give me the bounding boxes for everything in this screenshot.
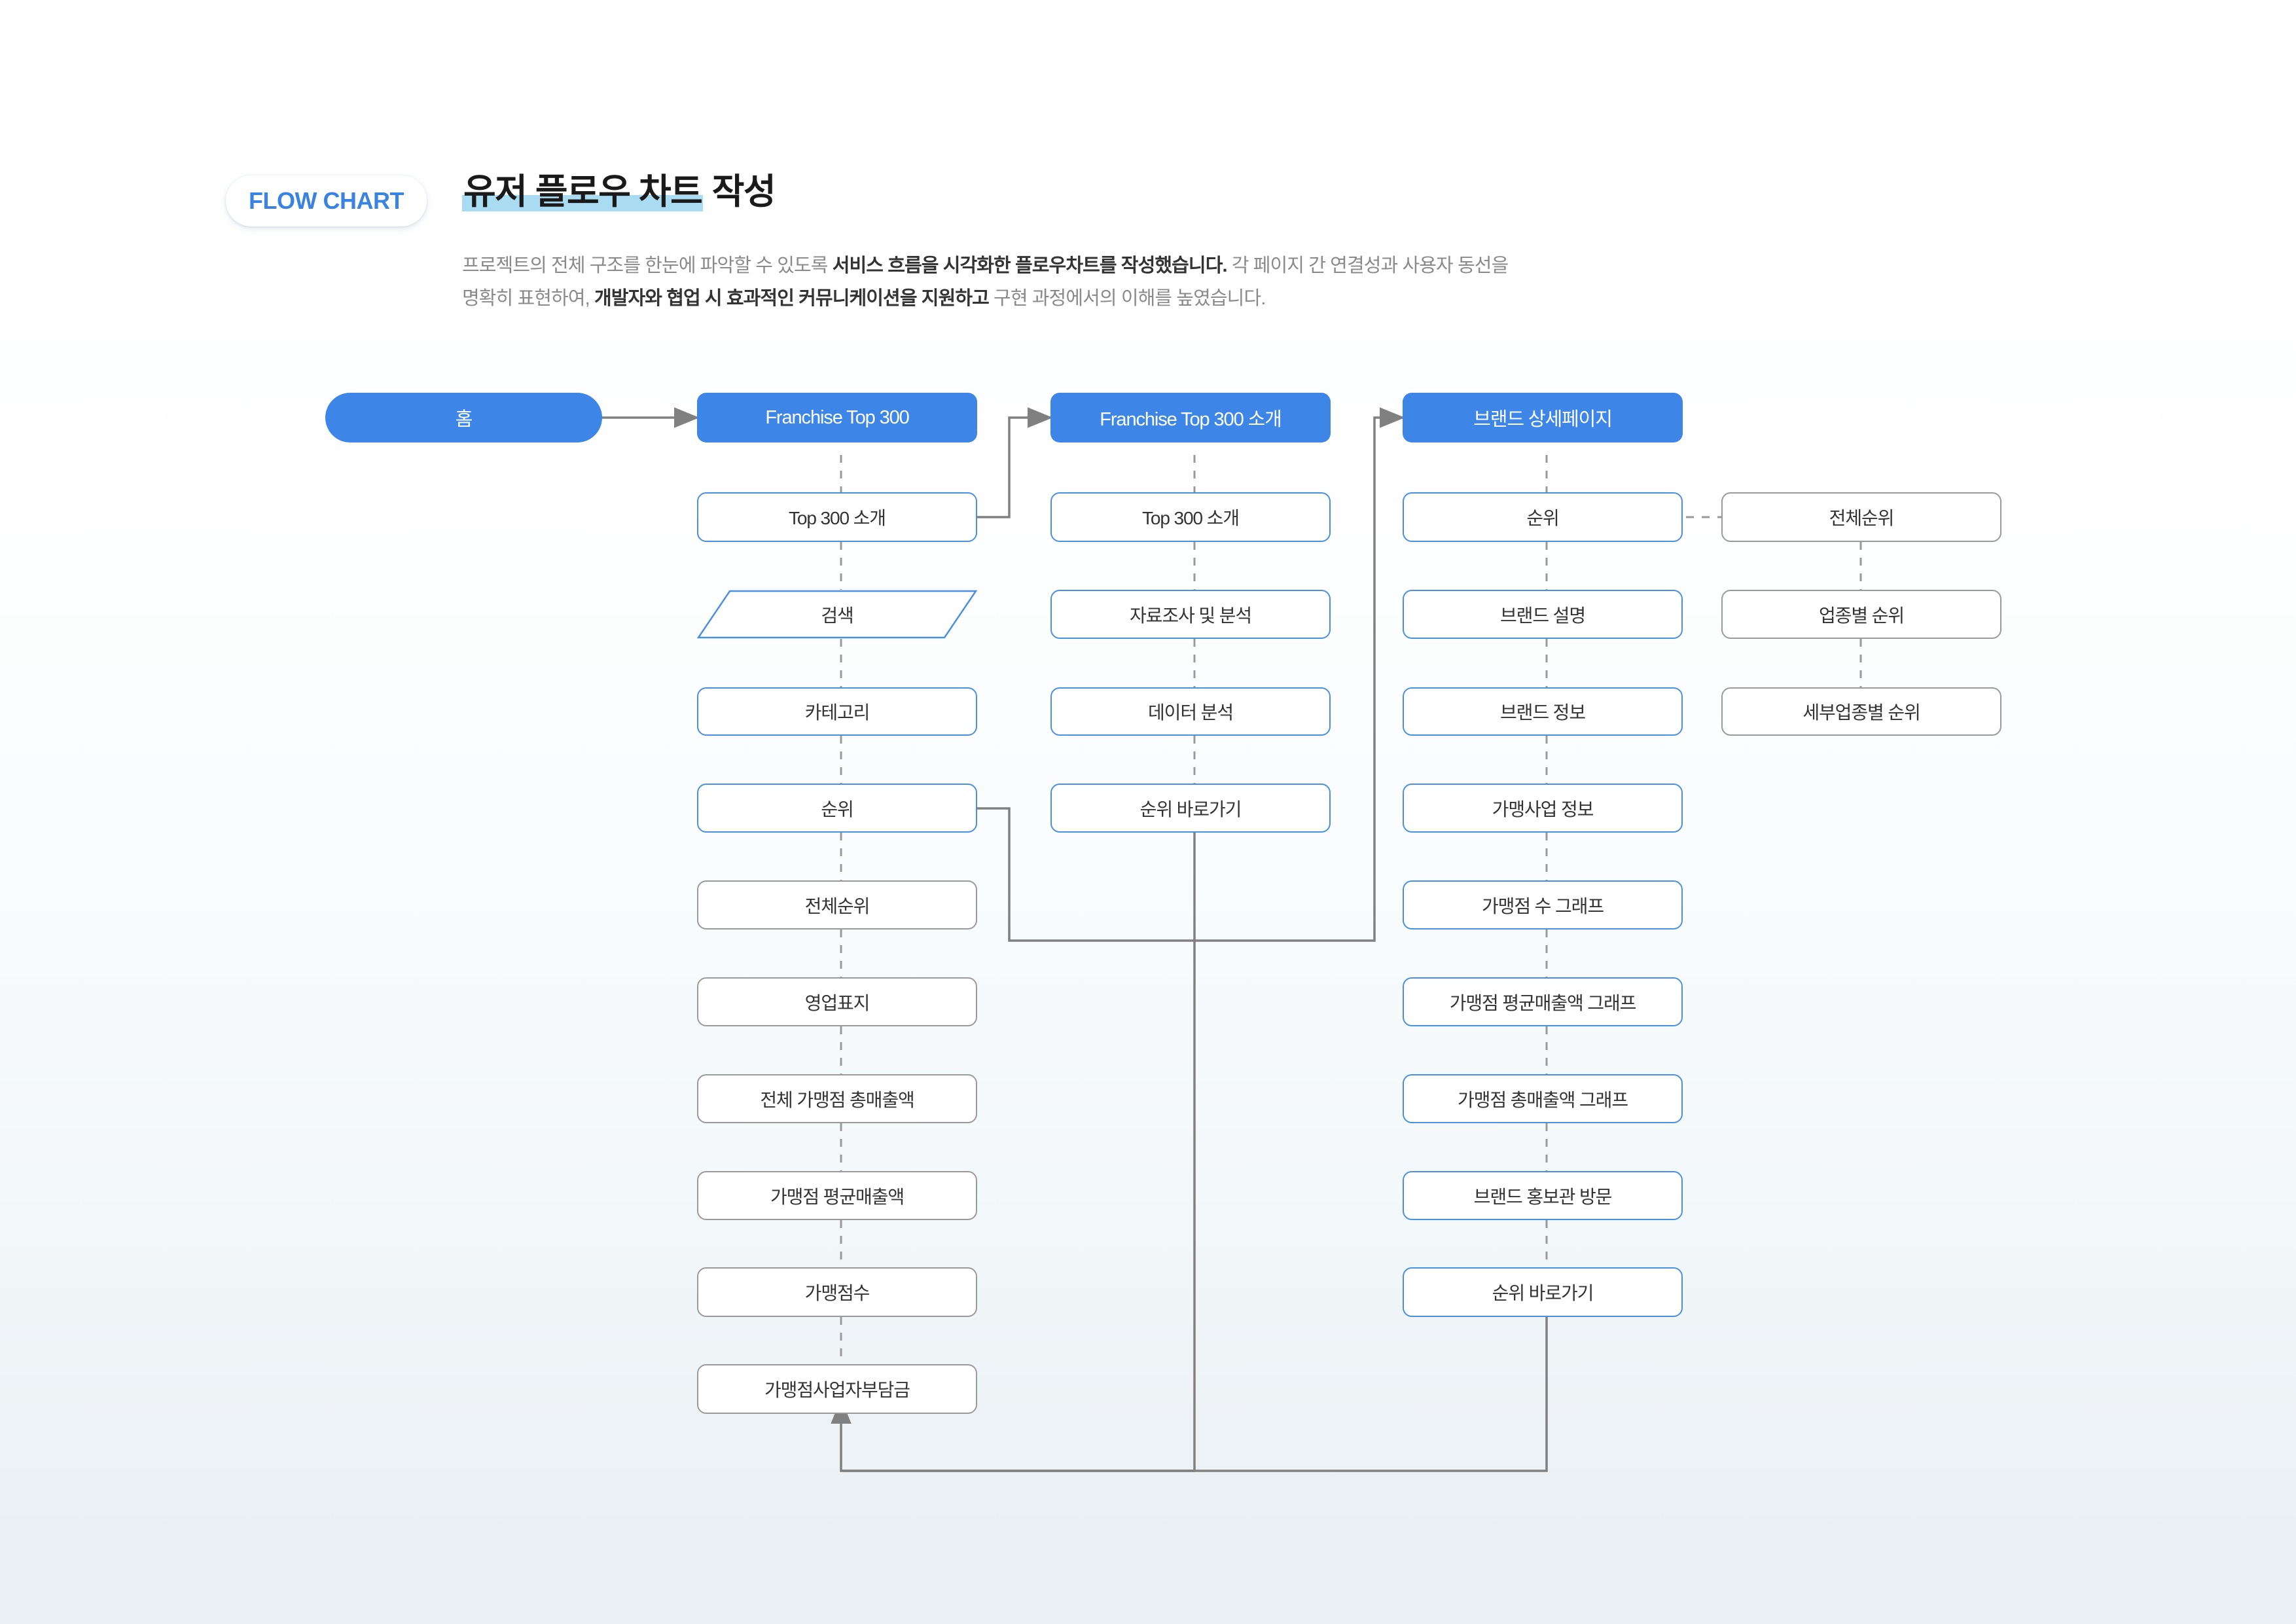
flow-chart-badge-label: FLOW CHART <box>249 187 404 214</box>
description-line2-emphasis: 개발자와 협업 시 효과적인 커뮤니케이션을 지원하고 <box>594 287 990 309</box>
page-title-rest: 작성 <box>703 172 776 211</box>
node-home[interactable]: 홈 <box>325 393 602 442</box>
page-description: 프로젝트의 전체 구조를 한눈에 파악할 수 있도록 서비스 흐름을 시각화한 … <box>462 250 1967 316</box>
node-franchise-count[interactable]: 가맹점수 <box>697 1267 977 1317</box>
node-rank-1-label: 순위 <box>821 799 853 820</box>
node-franchise-count-graph[interactable]: 가맹점 수 그래프 <box>1403 880 1683 929</box>
node-rank-shortcut-2[interactable]: 순위 바로가기 <box>1403 1267 1683 1317</box>
node-avg-franchise-revenue-label: 가맹점 평균매출액 <box>770 1186 905 1207</box>
node-rank-2-label: 순위 <box>1526 508 1559 528</box>
node-rank-1[interactable]: 순위 <box>697 784 977 833</box>
node-franchise-top-300-label: Franchise Top 300 <box>765 406 909 428</box>
node-avg-revenue-graph-label: 가맹점 평균매출액 그래프 <box>1449 992 1637 1013</box>
node-total-franchise-revenue-label: 전체 가맹점 총매출액 <box>760 1089 914 1110</box>
node-avg-franchise-revenue[interactable]: 가맹점 평균매출액 <box>697 1171 977 1220</box>
node-top-300-intro-2[interactable]: Top 300 소개 <box>1050 492 1331 542</box>
node-category[interactable]: 카테고리 <box>697 687 977 736</box>
description-line2-part3: 구현 과정에서의 이해를 높였습니다. <box>988 287 1266 309</box>
node-brand-showroom-visit[interactable]: 브랜드 홍보관 방문 <box>1403 1171 1683 1220</box>
parallelogram-shape <box>697 590 977 639</box>
node-top-300-intro-1-label: Top 300 소개 <box>789 508 886 528</box>
description-line2-part1: 명확히 표현하여, <box>462 287 594 309</box>
page-title: 유저 플로우 차트 작성 <box>462 171 776 213</box>
node-home-label: 홈 <box>455 409 473 430</box>
node-franchise-owner-fee[interactable]: 가맹점사업자부담금 <box>697 1364 977 1414</box>
node-total-revenue-graph-label: 가맹점 총매출액 그래프 <box>1458 1089 1628 1110</box>
description-line1-emphasis: 서비스 흐름을 시각화한 플로우차트를 작성했습니다. <box>832 255 1228 276</box>
node-research-analysis[interactable]: 자료조사 및 분석 <box>1050 590 1331 639</box>
node-rank-shortcut-1[interactable]: 순위 바로가기 <box>1050 784 1331 833</box>
flow-chart-badge: FLOW CHART <box>226 175 427 226</box>
description-line1-part3: 각 페이지 간 연결성과 사용자 동선을 <box>1227 255 1509 276</box>
node-business-cover-label: 영업표지 <box>804 992 870 1013</box>
node-rank-by-industry-label: 업종별 순위 <box>1819 605 1905 626</box>
node-avg-revenue-graph[interactable]: 가맹점 평균매출액 그래프 <box>1403 977 1683 1026</box>
node-franchise-count-label: 가맹점수 <box>804 1283 870 1303</box>
node-overall-rank-1-label: 전체순위 <box>804 895 870 916</box>
node-brand-info-label: 브랜드 정보 <box>1500 702 1586 723</box>
node-brand-description[interactable]: 브랜드 설명 <box>1403 590 1683 639</box>
node-data-analysis-label: 데이터 분석 <box>1148 702 1234 723</box>
edge-top300intro-to-franchiseintro <box>977 407 1053 518</box>
node-top-300-intro-2-label: Top 300 소개 <box>1142 508 1240 528</box>
node-total-franchise-revenue[interactable]: 전체 가맹점 총매출액 <box>697 1074 977 1123</box>
description-line1-part1: 프로젝트의 전체 구조를 한눈에 파악할 수 있도록 <box>462 255 833 276</box>
node-total-revenue-graph[interactable]: 가맹점 총매출액 그래프 <box>1403 1074 1683 1123</box>
node-brand-description-label: 브랜드 설명 <box>1500 605 1586 626</box>
node-franchise-business-info[interactable]: 가맹사업 정보 <box>1403 784 1683 833</box>
node-search-label: 검색 <box>821 605 853 626</box>
node-research-analysis-label: 자료조사 및 분석 <box>1130 605 1252 626</box>
node-brand-showroom-visit-label: 브랜드 홍보관 방문 <box>1473 1186 1613 1207</box>
node-category-label: 카테고리 <box>804 702 870 723</box>
node-brand-info[interactable]: 브랜드 정보 <box>1403 687 1683 736</box>
node-franchise-top-300[interactable]: Franchise Top 300 <box>697 393 977 442</box>
node-rank-2[interactable]: 순위 <box>1403 492 1683 542</box>
node-rank-by-sub-industry-label: 세부업종별 순위 <box>1803 702 1920 723</box>
node-data-analysis[interactable]: 데이터 분석 <box>1050 687 1331 736</box>
node-brand-detail-page-label: 브랜드 상세페이지 <box>1473 409 1613 430</box>
node-rank-shortcut-2-label: 순위 바로가기 <box>1492 1283 1594 1303</box>
page-title-highlight: 유저 플로우 차트 <box>462 172 704 211</box>
node-rank-shortcut-1-label: 순위 바로가기 <box>1139 799 1242 820</box>
node-franchise-count-graph-label: 가맹점 수 그래프 <box>1482 895 1604 916</box>
node-franchise-top-300-intro-label: Franchise Top 300 소개 <box>1100 409 1282 430</box>
node-brand-detail-page[interactable]: 브랜드 상세페이지 <box>1403 393 1683 442</box>
node-rank-by-sub-industry[interactable]: 세부업종별 순위 <box>1721 687 2001 736</box>
node-overall-rank-2[interactable]: 전체순위 <box>1721 492 2001 542</box>
node-search[interactable]: 검색 <box>697 590 977 639</box>
node-overall-rank-1[interactable]: 전체순위 <box>697 880 977 929</box>
node-overall-rank-2-label: 전체순위 <box>1829 508 1895 528</box>
node-top-300-intro-1[interactable]: Top 300 소개 <box>697 492 977 542</box>
node-franchise-top-300-intro[interactable]: Franchise Top 300 소개 <box>1050 393 1331 442</box>
node-franchise-owner-fee-label: 가맹점사업자부담금 <box>764 1380 910 1400</box>
node-business-cover[interactable]: 영업표지 <box>697 977 977 1026</box>
node-rank-by-industry[interactable]: 업종별 순위 <box>1721 590 2001 639</box>
node-franchise-business-info-label: 가맹사업 정보 <box>1492 799 1594 820</box>
